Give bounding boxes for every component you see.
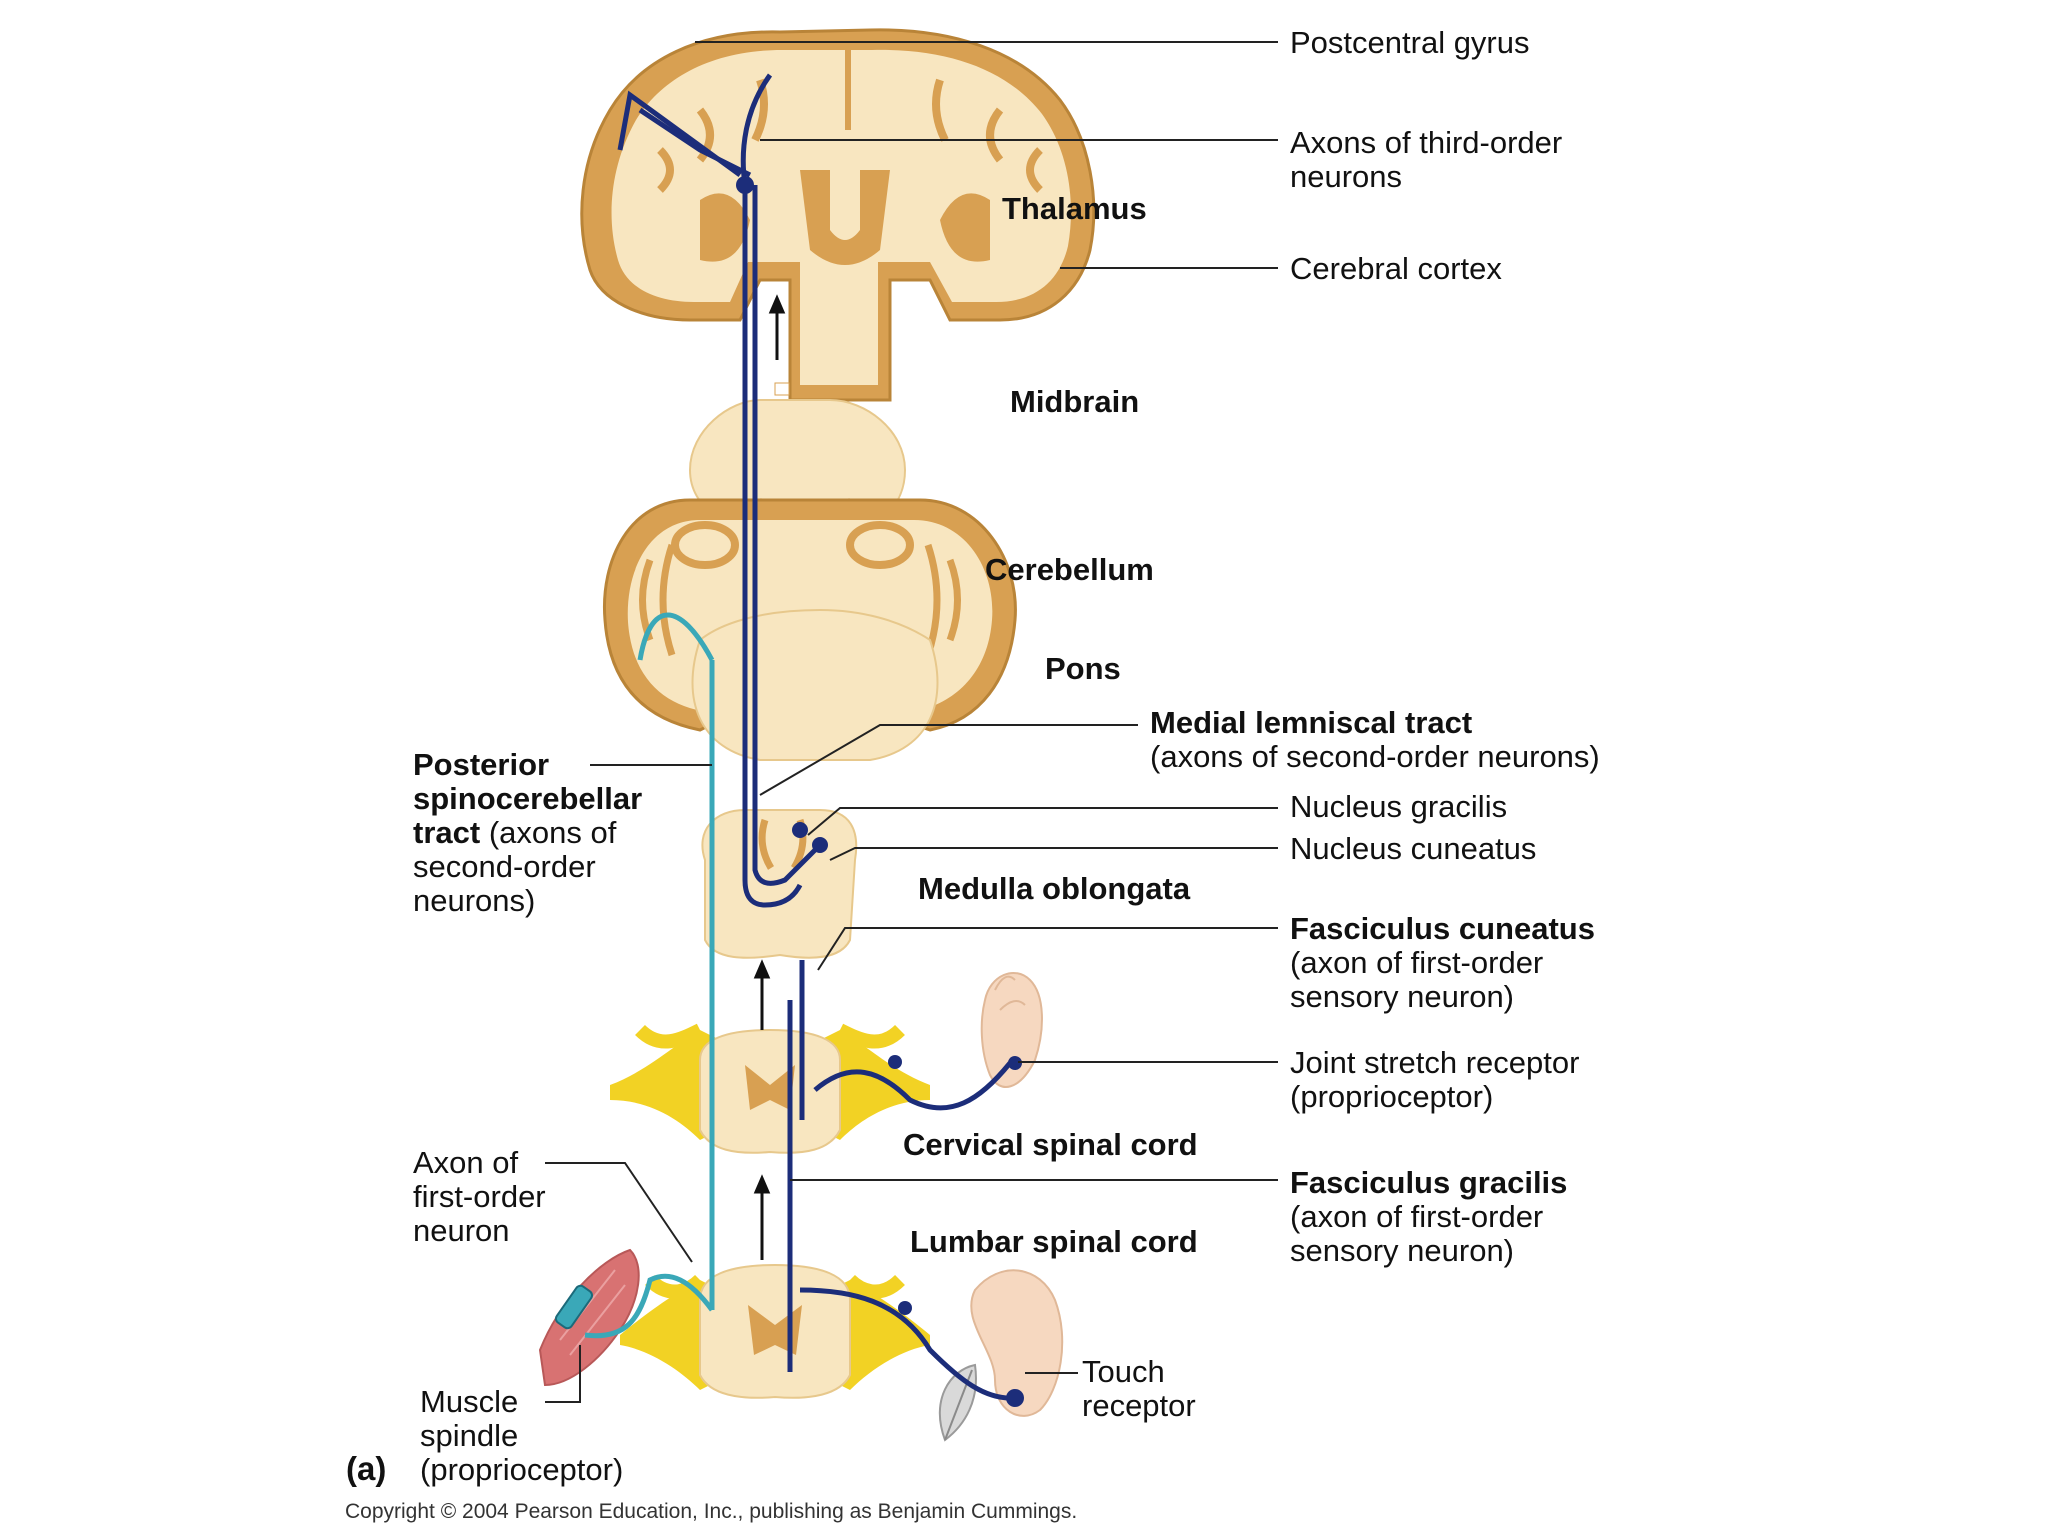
cerebrum-section: [580, 28, 1096, 402]
foot-illustration: [970, 1269, 1064, 1417]
cervical-cord-section: [610, 1023, 930, 1154]
upward-arrows: [753, 294, 786, 1260]
leader-lines: [545, 41, 1278, 1403]
label-fasciculus-cuneatus: Fasciculus cuneatus (axon of first-order…: [1290, 911, 1595, 1014]
label-medial-lemniscal-tract: Medial lemniscal tract (axons of second-…: [1150, 705, 1600, 774]
label-muscle-spindle: Muscle spindle (proprioceptor): [420, 1384, 624, 1487]
label-nucleus-cuneatus: Nucleus cuneatus: [1290, 831, 1537, 866]
label-touch-receptor: Touch receptor: [1082, 1354, 1196, 1423]
label-cerebellum: Cerebellum: [985, 552, 1154, 587]
label-posterior-spinocerebellar-tract: Posterior spinocerebellar tract (axons o…: [413, 747, 643, 918]
cerebellum-pons-section: [602, 498, 1017, 761]
lumbar-cord-section: [620, 1263, 930, 1399]
label-axon-first-order: Axon of first-order neuron: [413, 1145, 546, 1248]
copyright-notice: Copyright © 2004 Pearson Education, Inc.…: [345, 1500, 1078, 1523]
muscle-illustration: [538, 1248, 640, 1387]
label-cerebral-cortex: Cerebral cortex: [1290, 251, 1502, 286]
label-fasciculus-gracilis: Fasciculus gracilis (axon of first-order…: [1290, 1165, 1568, 1268]
label-pons: Pons: [1045, 651, 1121, 686]
label-thalamus: Thalamus: [1002, 191, 1147, 226]
label-medulla-oblongata: Medulla oblongata: [918, 871, 1191, 906]
label-lumbar-spinal-cord: Lumbar spinal cord: [910, 1224, 1198, 1259]
hand-illustration: [980, 971, 1043, 1088]
axon-nodes: [736, 176, 1024, 1407]
label-nucleus-gracilis: Nucleus gracilis: [1290, 789, 1508, 824]
medial-lemniscal-pathway: [617, 73, 1016, 1401]
label-postcentral-gyrus: Postcentral gyrus: [1290, 25, 1530, 60]
label-axons-third-order: Axons of third-order neurons: [1290, 125, 1563, 194]
label-cervical-spinal-cord: Cervical spinal cord: [903, 1127, 1198, 1162]
figure-letter: (a): [346, 1450, 387, 1487]
label-joint-stretch-receptor: Joint stretch receptor (proprioceptor): [1290, 1045, 1580, 1114]
spinocerebellar-pathway: [584, 612, 715, 1339]
label-midbrain: Midbrain: [1010, 384, 1140, 419]
